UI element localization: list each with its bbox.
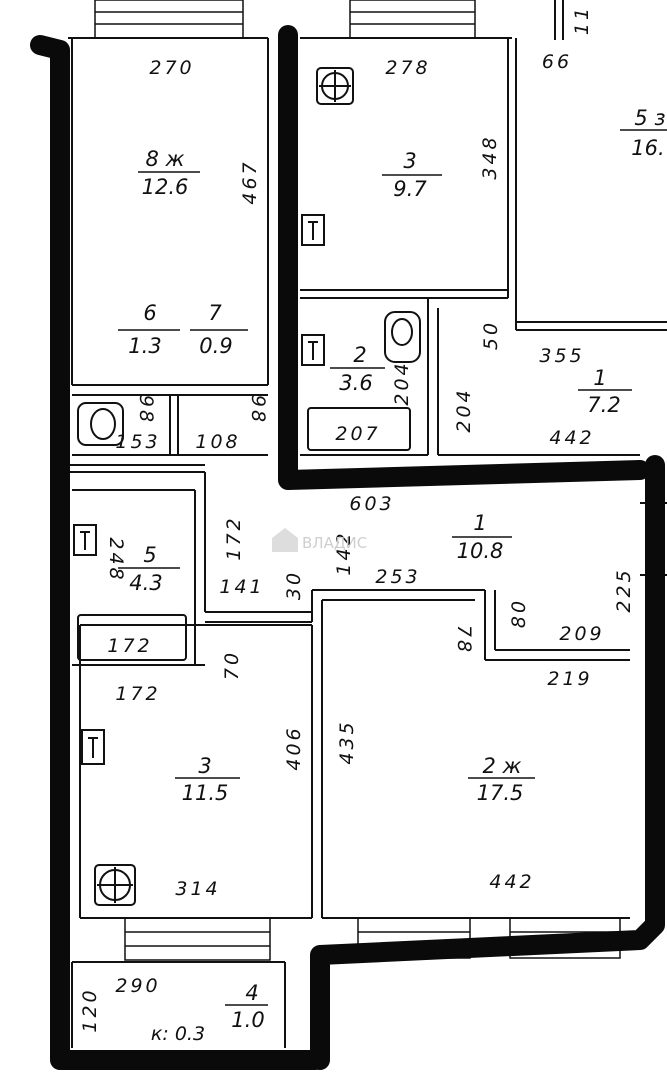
radiator-icon <box>301 334 325 366</box>
room-7-number: 7 <box>208 301 222 325</box>
room-8-number: 8 ж <box>146 147 185 171</box>
dim-270: 270 <box>149 57 194 79</box>
dim-442-bottom: 442 <box>489 871 534 893</box>
dim-78: 78 <box>453 625 475 655</box>
room-3-bottom-number: 3 <box>198 754 211 778</box>
dim-172b: 172 <box>107 635 152 657</box>
radiator-icon <box>73 524 97 556</box>
room-2-wc-area: 3.6 <box>339 371 372 395</box>
dim-467: 467 <box>239 159 261 204</box>
dimension-labels: 270 278 66 11 467 348 50 355 204 204 207… <box>79 5 635 1033</box>
dim-172a: 172 <box>223 515 245 560</box>
stove-icon <box>316 67 354 105</box>
dim-66: 66 <box>542 51 572 73</box>
bathtub-icon <box>77 614 187 661</box>
dim-219: 219 <box>547 668 592 690</box>
dim-278: 278 <box>385 57 430 79</box>
dim-204b: 204 <box>453 387 475 432</box>
exterior-walls <box>30 25 665 1070</box>
radiator-icon <box>301 214 325 246</box>
room-5-right-area: 16. <box>631 136 664 160</box>
room-3-top-number: 3 <box>403 149 416 173</box>
room-2-wc-number: 2 <box>353 343 366 367</box>
room-6-area: 1.3 <box>128 334 161 358</box>
room-5-small-area: 4.3 <box>129 571 162 595</box>
stove-icon <box>94 864 136 906</box>
dim-153: 153 <box>115 431 160 453</box>
fixtures <box>73 67 421 906</box>
room-5-right-number: 5 з <box>634 106 665 130</box>
radiator-icon <box>81 729 105 765</box>
room-3-bottom-area: 11.5 <box>182 781 229 805</box>
dim-98b: 98 <box>247 395 269 425</box>
room-5-small-number: 5 <box>143 543 156 567</box>
room-6-number: 6 <box>143 301 156 325</box>
room-7-area: 0.9 <box>199 334 232 358</box>
dim-11: 11 <box>571 5 593 35</box>
dim-30: 30 <box>283 570 305 600</box>
room-8-area: 12.6 <box>142 175 189 199</box>
room-labels: 8 ж 12.6 3 9.7 5 з 16. 6 1.3 7 0.9 2 3.6… <box>128 106 665 1045</box>
dim-248: 248 <box>105 537 127 582</box>
dim-80: 80 <box>508 598 530 628</box>
room-4-number: 4 <box>245 981 258 1005</box>
dim-253: 253 <box>375 566 420 588</box>
room-1-top-area: 7.2 <box>587 393 620 417</box>
room-4-area: 1.0 <box>231 1008 264 1032</box>
dim-209: 209 <box>559 623 604 645</box>
dim-348: 348 <box>479 134 501 179</box>
watermark-text: ВЛАДИС <box>302 534 367 552</box>
dim-204a: 204 <box>391 360 413 405</box>
dim-603: 603 <box>349 493 394 515</box>
dim-98a: 98 <box>135 395 157 425</box>
room-2-big-area: 17.5 <box>477 781 524 805</box>
watermark-logo: ВЛАДИС <box>272 528 367 552</box>
toilet-icon <box>77 402 124 446</box>
dim-406: 406 <box>283 725 305 770</box>
dim-442-top: 442 <box>549 427 594 449</box>
room-1-hall-number: 1 <box>473 511 486 535</box>
room-3-top-area: 9.7 <box>393 177 427 201</box>
dim-435: 435 <box>336 719 358 764</box>
room-2-big-number: 2 ж <box>483 754 522 778</box>
dim-120: 120 <box>79 987 101 1032</box>
dim-225: 225 <box>613 567 635 612</box>
dim-50: 50 <box>480 320 502 350</box>
toilet-icon <box>384 311 421 363</box>
bathtub-icon <box>307 407 411 451</box>
balcony-k-label: к: 0.3 <box>151 1023 205 1045</box>
room-1-top-number: 1 <box>593 366 606 390</box>
dim-141: 141 <box>219 576 264 598</box>
label-rules <box>118 129 667 1006</box>
dim-70: 70 <box>221 650 243 680</box>
room-1-hall-area: 10.8 <box>457 539 504 563</box>
dim-172c: 172 <box>115 683 160 705</box>
dim-207: 207 <box>335 423 380 445</box>
dim-290: 290 <box>115 975 160 997</box>
dim-355: 355 <box>539 345 584 367</box>
dim-314: 314 <box>175 878 220 900</box>
dim-142: 142 <box>333 530 355 575</box>
dim-108: 108 <box>195 431 240 453</box>
